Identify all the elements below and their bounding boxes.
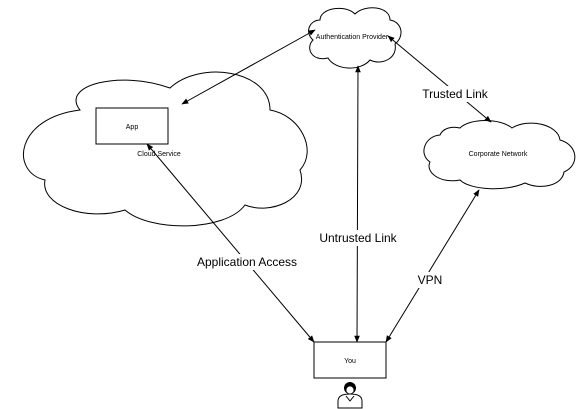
edge-trusted-link xyxy=(387,35,492,123)
label-bg xyxy=(194,254,302,270)
edge-application-access xyxy=(146,143,315,343)
application-access-label: Application Access xyxy=(197,255,297,269)
corporate-network-cloud[interactable] xyxy=(423,120,576,190)
app-label: App xyxy=(126,124,139,131)
untrusted-link-label: Untrusted Link xyxy=(319,231,397,245)
label-bg xyxy=(420,86,490,102)
edge-untrusted-link xyxy=(354,65,361,343)
vpn-label: VPN xyxy=(418,273,443,287)
label-bg xyxy=(414,272,446,288)
edge-app-auth xyxy=(181,29,316,105)
auth-provider-label: Authentication Provider xyxy=(316,34,389,41)
label-bg xyxy=(316,230,400,246)
cloud-service-label: Cloud Service xyxy=(137,151,181,158)
person-icon xyxy=(337,382,363,409)
corporate-network-label: Corporate Network xyxy=(469,151,528,158)
you-label: You xyxy=(344,358,356,365)
you-box[interactable] xyxy=(313,341,387,379)
app-box[interactable] xyxy=(95,107,169,145)
edge-vpn xyxy=(385,189,480,343)
cloud-service-shape[interactable] xyxy=(23,71,308,227)
trusted-link-label: Trusted Link xyxy=(422,87,489,101)
